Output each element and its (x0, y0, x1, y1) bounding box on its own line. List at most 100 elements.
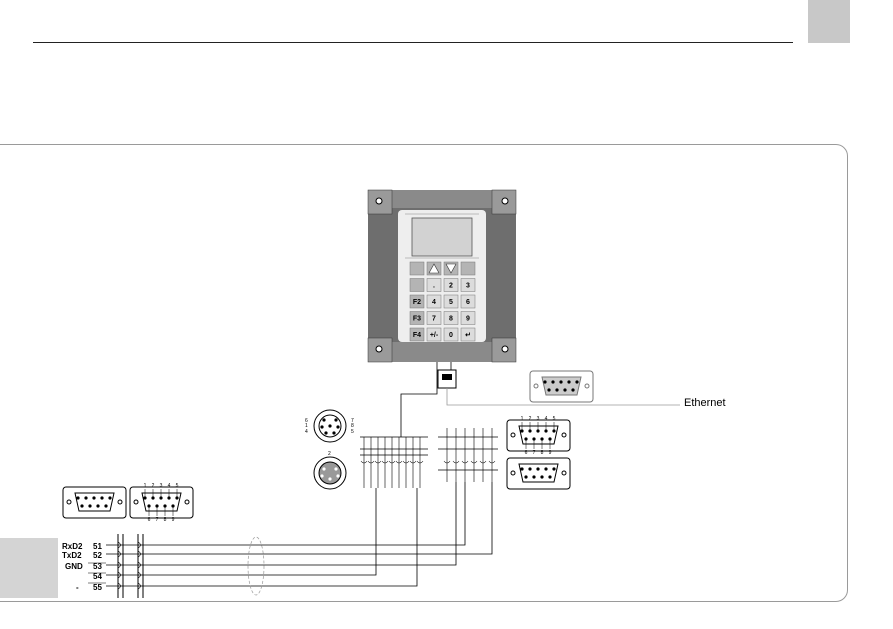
keypad-key-label: 9 (466, 316, 470, 323)
keypad-key (409, 278, 425, 292)
pin-label-1: 1 (305, 423, 308, 429)
dsub-pin (551, 380, 555, 384)
dsub-pin (524, 475, 528, 479)
dsub-pin-number: 3 (160, 483, 163, 489)
arrow-up-icon (428, 263, 440, 274)
arrow-down-icon (445, 263, 457, 274)
wire-twist (402, 460, 410, 464)
terminal-loop (117, 561, 121, 569)
rxd2-label: RxD2 (62, 542, 83, 551)
dsub-pin-number: 8 (164, 517, 167, 523)
keypad-key (426, 278, 442, 292)
dsub-pin (543, 380, 547, 384)
dsub-pin (552, 467, 556, 471)
dsub-top-right (529, 370, 594, 403)
keypad-key (409, 311, 425, 325)
wire-twist (479, 460, 487, 464)
dsub-pin (567, 380, 571, 384)
dsub-pin (159, 496, 163, 500)
dsub-pin (171, 504, 175, 508)
wire-twist (470, 460, 478, 464)
dsub-pin-number: 7 (156, 517, 159, 523)
dsub-pin-number: 6 (525, 450, 528, 456)
terminal-block: RxD2 TxD2 GND - 51 52 53 54 55 (62, 542, 106, 592)
keypad-key (443, 294, 459, 309)
dsub-pin-number: 4 (168, 483, 171, 489)
round-connector-upper (313, 409, 347, 443)
dsub-pin-number: 1 (144, 483, 147, 489)
wire-twist (374, 460, 382, 464)
terminal-54: 54 (93, 572, 102, 581)
terminal-loop (117, 550, 121, 558)
keypad-key (460, 278, 476, 292)
terminal-label-block (0, 538, 58, 598)
wiring (106, 372, 493, 598)
dsub-pin (559, 380, 563, 384)
dsub-pin (555, 388, 559, 392)
dsub-pin (528, 467, 532, 471)
keypad-key-label: ↵ (465, 332, 471, 339)
wire-twist (360, 460, 368, 464)
wire-twist (416, 460, 424, 464)
keypad-key (460, 327, 476, 342)
dsub-pin-number: 5 (176, 483, 179, 489)
keypad-key (460, 261, 476, 276)
dsub-pin (544, 467, 548, 471)
wire-twist (395, 460, 403, 464)
dsub-pin-number: 9 (172, 517, 175, 523)
dsub-pin (532, 437, 536, 441)
keypad-key-label: F4 (413, 332, 421, 339)
signal-wire (106, 482, 466, 546)
terminal-52: 52 (93, 551, 102, 560)
keypad-key-label: 7 (432, 316, 436, 323)
dsub-pin (147, 504, 151, 508)
dsub-pin (88, 504, 92, 508)
dsub-pin (96, 504, 100, 508)
keypad-key (409, 294, 425, 309)
device-ports (436, 362, 457, 389)
dsub-pin (548, 475, 552, 479)
signal-wire (106, 488, 418, 587)
signal-wire (400, 372, 438, 437)
dsub-pin (524, 437, 528, 441)
dsub-pin (104, 504, 108, 508)
dsub-pin-number: 2 (152, 483, 155, 489)
dsub-pin-number: 2 (529, 416, 532, 422)
dash-label: - (76, 583, 79, 592)
keypad-key-label: +/- (430, 332, 439, 339)
terminal-loop (137, 582, 141, 590)
keypad-key (409, 261, 425, 276)
cable-shield (247, 536, 265, 596)
dsub-left-plain (62, 486, 127, 519)
round-connector-lower (313, 456, 347, 490)
keypad-key (409, 327, 425, 342)
dsub-pin (151, 496, 155, 500)
header-rule (33, 42, 793, 43)
txd2-label: TxD2 (62, 551, 82, 560)
dsub-pin-number: 7 (533, 450, 536, 456)
keypad-key-label: 4 (432, 299, 436, 306)
dsub-pin (520, 429, 524, 433)
dsub-pin (552, 429, 556, 433)
signal-wire (106, 482, 457, 566)
dsub-pin (84, 496, 88, 500)
dsub-pin-number: 4 (545, 416, 548, 422)
wire-twist (443, 460, 451, 464)
dsub-pin (100, 496, 104, 500)
wire-twist (452, 460, 460, 464)
terminal-51: 51 (93, 542, 102, 551)
dsub-pin (548, 437, 552, 441)
keypad-key-label: 2 (449, 283, 453, 290)
terminal-55: 55 (93, 583, 102, 592)
dsub-pin (92, 496, 96, 500)
keypad-key (460, 311, 476, 325)
dsub-pin (536, 467, 540, 471)
dsub-pin-number: 9 (549, 450, 552, 456)
dsub-pin-number: 3 (537, 416, 540, 422)
keypad-key (443, 311, 459, 325)
round-connector-pin-labels: 6 1 4 7 8 5 2 (305, 418, 354, 457)
